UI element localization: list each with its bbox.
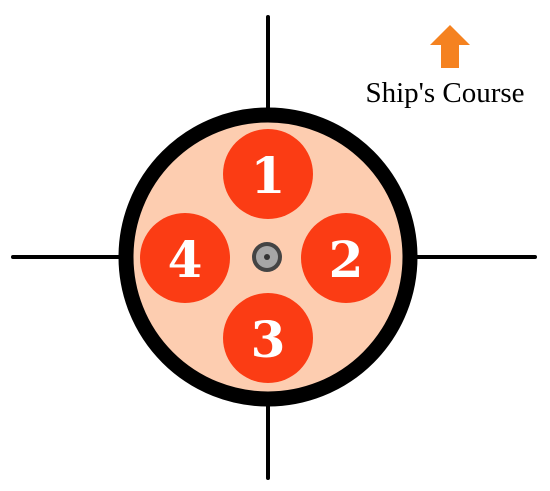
- center-hub-icon: [252, 242, 282, 272]
- slot-right: 2: [301, 213, 391, 303]
- slot-label: 3: [251, 310, 286, 369]
- up-arrow-icon: [430, 25, 470, 68]
- slot-bottom: 3: [223, 293, 313, 383]
- slot-label: 4: [168, 230, 203, 289]
- slot-left: 4: [140, 213, 230, 303]
- slot-label: 1: [251, 146, 286, 205]
- course-label: Ship's Course: [365, 77, 524, 109]
- slot-label: 2: [329, 230, 364, 289]
- slot-top: 1: [223, 129, 313, 219]
